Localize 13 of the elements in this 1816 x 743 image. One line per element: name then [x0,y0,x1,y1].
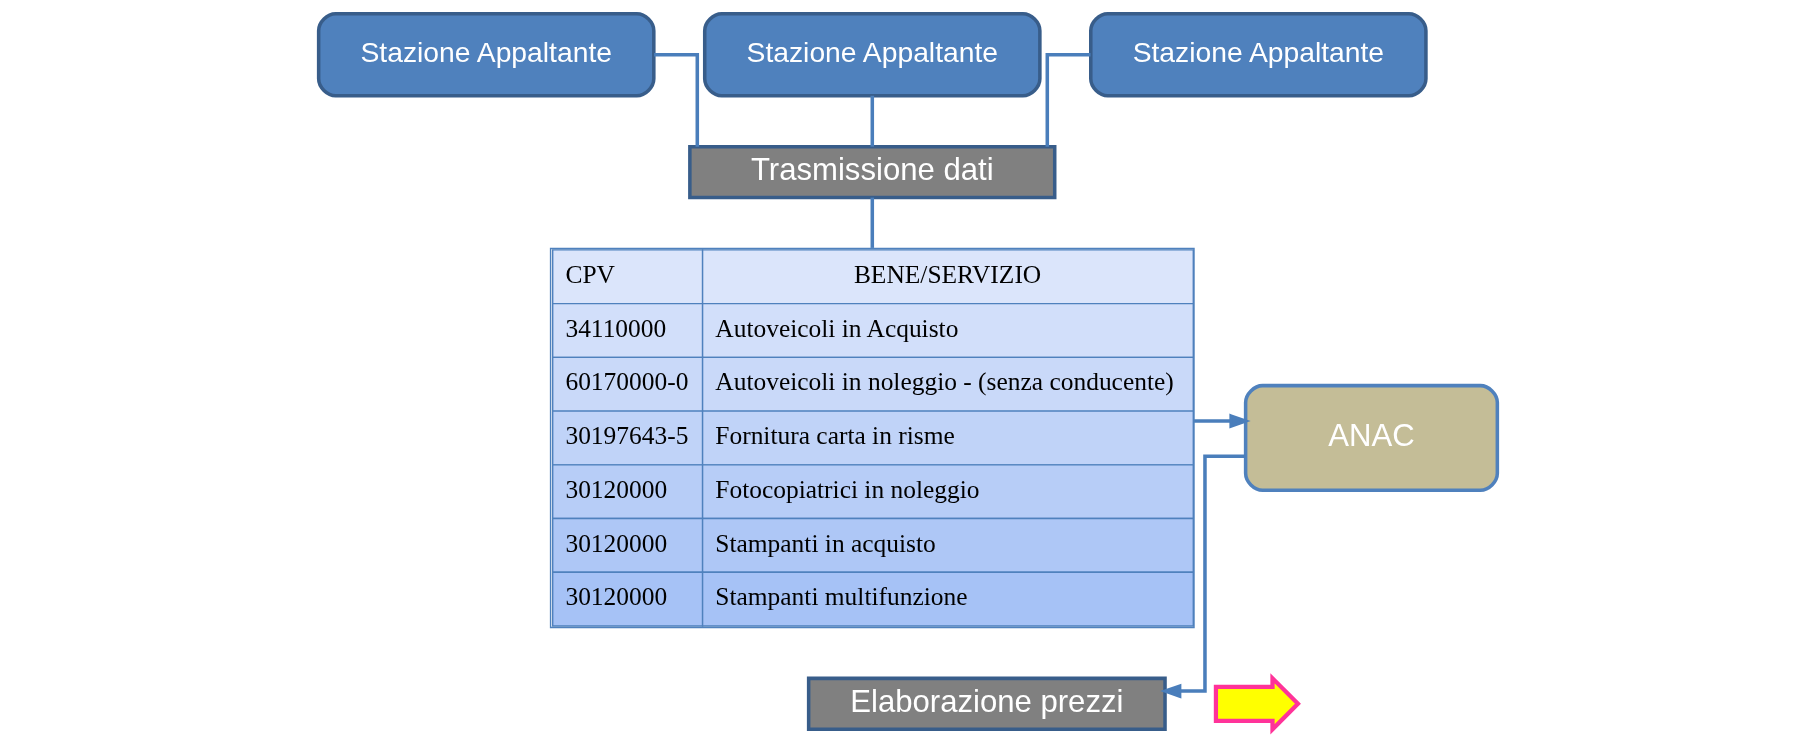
node-box: Stazione Appaltante [702,11,1042,98]
node-box: Trasmissione dati [688,144,1057,200]
node-box: Stazione Appaltante [1089,11,1428,98]
node-arrow [1213,673,1301,735]
arrow [1194,413,1251,429]
connector [870,197,875,248]
node-box: Stazione Appaltante [316,11,656,98]
node-box: ANAC [1243,383,1500,493]
connector [870,95,875,147]
connector [654,52,700,147]
node-box: Elaborazione prezzi [806,676,1167,732]
connector [1045,52,1091,147]
arrow [1160,454,1246,699]
